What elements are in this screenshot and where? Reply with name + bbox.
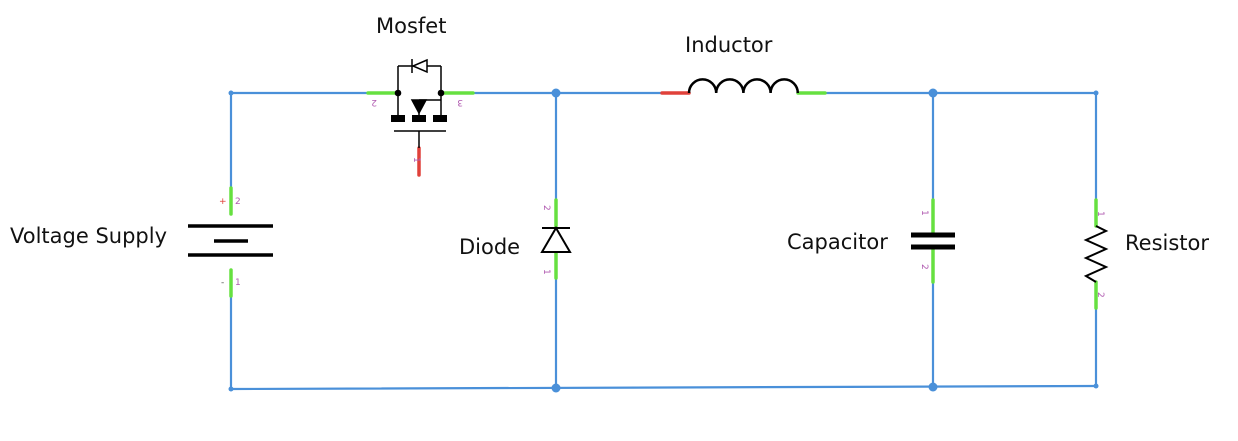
resistor-label: Resistor	[1125, 231, 1209, 255]
capacitor[interactable]: 1 2 Capacitor	[787, 198, 955, 284]
mosfet-channel-segment	[391, 115, 405, 122]
mosfet-node-dot	[437, 89, 445, 97]
diode-triangle-icon	[540, 226, 572, 253]
mosfet-channel-segment	[433, 115, 447, 122]
battery-plus-sign: +	[219, 197, 227, 207]
mosfet-pin-number: 1	[411, 157, 421, 163]
wire-endpoint	[228, 90, 234, 96]
mosfet-label: Mosfet	[376, 14, 446, 38]
wire-endpoint	[228, 386, 234, 392]
voltage-supply-pin-number: 2	[235, 197, 241, 207]
mosfet-node-dot	[394, 89, 402, 97]
inductor-coil-icon	[687, 78, 800, 94]
capacitor-label: Capacitor	[787, 230, 888, 254]
resistor-pin-number: 1	[1095, 211, 1105, 217]
capacitor-pin-number: 1	[919, 210, 929, 216]
diode-label: Diode	[459, 235, 520, 259]
mosfet-channel-icon	[394, 93, 446, 148]
diode-pin-number: 2	[541, 205, 551, 211]
diode-pin-number: 1	[541, 269, 551, 275]
inductor-label: Inductor	[685, 33, 773, 57]
voltage-supply-pin-number: 1	[235, 278, 241, 288]
mosfet-pin-number: 3	[457, 97, 463, 107]
voltage-supply[interactable]: + 2 - 1 Voltage Supply	[10, 186, 273, 298]
diode[interactable]: 2 1 Diode	[459, 198, 572, 280]
capacitor-pin-number: 2	[919, 264, 929, 270]
junction-dot	[551, 88, 561, 98]
junctions	[228, 88, 1099, 393]
mosfet[interactable]: 2 3 1 Mosfet	[366, 14, 475, 177]
voltage-supply-label: Voltage Supply	[10, 224, 167, 248]
junction-dot	[551, 383, 561, 393]
battery-minus-sign: -	[221, 278, 224, 288]
junction-dot	[928, 382, 938, 392]
wire-endpoint	[1093, 90, 1099, 96]
resistor-pin-number: 2	[1095, 292, 1105, 298]
mosfet-pin-number: 2	[371, 97, 377, 107]
mosfet-body-diode-icon	[397, 58, 442, 93]
mosfet-channel-segment	[412, 115, 426, 122]
wires	[229, 91, 1098, 391]
resistor[interactable]: 1 2 Resistor	[1083, 198, 1209, 310]
wire-ground-rail[interactable]	[229, 384, 1098, 391]
junction-dot	[928, 88, 938, 98]
wire-endpoint	[1093, 383, 1099, 389]
inductor[interactable]: Inductor	[660, 33, 827, 95]
resistor-zigzag-icon	[1083, 225, 1109, 283]
